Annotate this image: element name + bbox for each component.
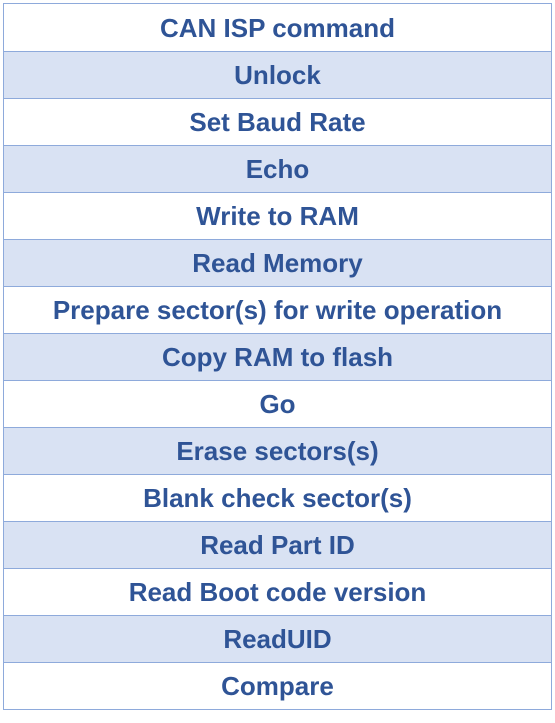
table-cell-write-to-ram: Write to RAM <box>3 192 552 240</box>
table-cell-unlock: Unlock <box>3 51 552 99</box>
table-header-cell: CAN ISP command <box>3 3 552 52</box>
table-cell-erase-sectors: Erase sectors(s) <box>3 427 552 475</box>
table-row: Prepare sector(s) for write operation <box>3 286 552 334</box>
can-isp-command-table: CAN ISP command Unlock Set Baud Rate Ech… <box>3 3 552 710</box>
table-cell-read-boot-code-version: Read Boot code version <box>3 568 552 616</box>
table-cell-blank-check-sectors: Blank check sector(s) <box>3 474 552 522</box>
table-row: Echo <box>3 145 552 193</box>
table-row: Go <box>3 380 552 428</box>
table-cell-set-baud-rate: Set Baud Rate <box>3 98 552 146</box>
table-cell-compare: Compare <box>3 662 552 710</box>
table-cell-go: Go <box>3 380 552 428</box>
table-row: Unlock <box>3 51 552 99</box>
table-row: Erase sectors(s) <box>3 427 552 475</box>
table-cell-prepare-sectors: Prepare sector(s) for write operation <box>3 286 552 334</box>
table-cell-read-memory: Read Memory <box>3 239 552 287</box>
table-cell-read-part-id: Read Part ID <box>3 521 552 569</box>
table-row: Read Boot code version <box>3 568 552 616</box>
table-row: ReadUID <box>3 615 552 663</box>
table-row: Blank check sector(s) <box>3 474 552 522</box>
table-row: Read Memory <box>3 239 552 287</box>
table-row: Write to RAM <box>3 192 552 240</box>
table-cell-copy-ram-to-flash: Copy RAM to flash <box>3 333 552 381</box>
table-row: Compare <box>3 662 552 710</box>
table-cell-echo: Echo <box>3 145 552 193</box>
table-row: Set Baud Rate <box>3 98 552 146</box>
table-cell-readuid: ReadUID <box>3 615 552 663</box>
table-row: Copy RAM to flash <box>3 333 552 381</box>
table-header-row: CAN ISP command <box>3 3 552 52</box>
table-row: Read Part ID <box>3 521 552 569</box>
